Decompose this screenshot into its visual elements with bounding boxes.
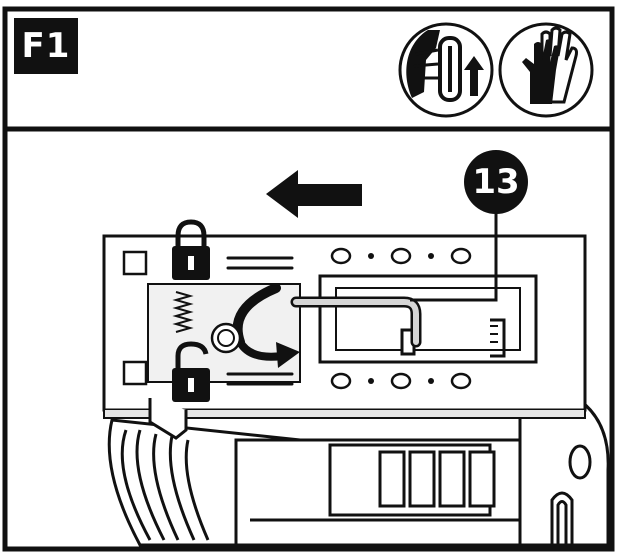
slide-lever-up-icon bbox=[400, 24, 492, 116]
protective-gloves-icon bbox=[500, 24, 592, 116]
callout-number-badge: 13 bbox=[464, 150, 528, 214]
left-arrow-icon bbox=[266, 170, 362, 218]
figure-label: F1 bbox=[14, 18, 78, 74]
padlock-closed-icon bbox=[172, 222, 210, 280]
